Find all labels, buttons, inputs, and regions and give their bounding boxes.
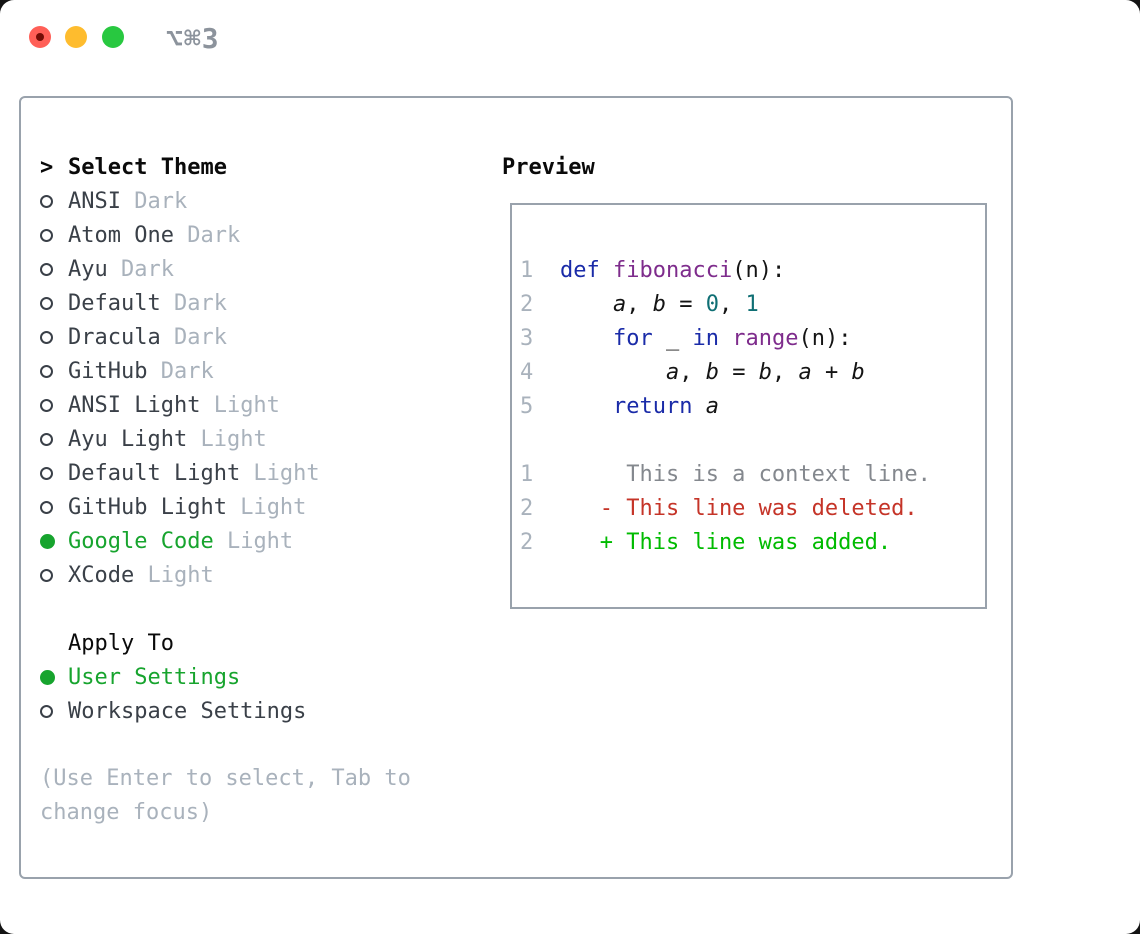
line-number: 2	[520, 495, 534, 521]
apply-option-user-settings[interactable]: User Settings	[40, 660, 480, 694]
radio-icon	[40, 330, 68, 344]
theme-name: Dracula	[68, 324, 161, 350]
zoom-button[interactable]	[102, 26, 124, 48]
theme-variant-tag: Light	[240, 460, 320, 486]
section-gap	[40, 592, 480, 626]
theme-option-ansi[interactable]: ANSI Dark	[40, 184, 480, 218]
theme-variant-tag: Dark	[160, 324, 227, 350]
preview-title: Preview	[502, 154, 595, 180]
select-theme-title: Select Theme	[68, 154, 227, 180]
hint-text: (Use Enter to select, Tab to change focu…	[40, 766, 411, 825]
radio-icon	[40, 364, 68, 378]
radio-selected-icon	[40, 669, 68, 685]
theme-option-github-light[interactable]: GitHub Light Light	[40, 490, 480, 524]
window-shortcut-label: ⌥⌘3	[166, 22, 220, 55]
preview-blank-line	[520, 423, 979, 457]
line-number: 1	[520, 461, 534, 487]
theme-variant-tag: Light	[187, 426, 267, 452]
radio-icon	[40, 568, 68, 582]
theme-name: GitHub Light	[68, 494, 227, 520]
theme-option-default-light[interactable]: Default Light Light	[40, 456, 480, 490]
theme-name: GitHub	[68, 358, 148, 384]
theme-option-ayu-light[interactable]: Ayu Light Light	[40, 422, 480, 456]
line-number: 2	[520, 529, 534, 555]
line-number: 5	[520, 393, 534, 419]
theme-name: ANSI Light	[68, 392, 201, 418]
theme-variant-tag: Light	[213, 528, 294, 554]
select-theme-header: > Select Theme	[40, 150, 480, 184]
radio-icon	[40, 296, 68, 310]
radio-selected-icon	[40, 533, 68, 549]
apply-option-label: Workspace Settings	[68, 698, 307, 724]
theme-name: Atom One	[68, 222, 174, 248]
theme-variant-tag: Light	[134, 562, 214, 588]
theme-variant-tag: Dark	[147, 358, 214, 384]
preview-diff-line-added: 2 + This line was added.	[520, 529, 892, 555]
theme-variant-tag: Dark	[120, 188, 188, 214]
radio-icon	[40, 466, 68, 480]
theme-option-dracula[interactable]: Dracula Dark	[40, 320, 480, 354]
radio-icon	[40, 500, 68, 514]
theme-option-github[interactable]: GitHub Dark	[40, 354, 480, 388]
apply-to-title: Apply To	[68, 630, 174, 656]
theme-name: Google Code	[68, 528, 214, 554]
theme-variant-tag: Light	[226, 494, 307, 520]
preview-code-line: 5 return a	[520, 393, 719, 419]
line-number: 1	[520, 257, 534, 283]
minimize-button[interactable]	[65, 26, 87, 48]
radio-icon	[40, 228, 68, 242]
section-gap	[40, 728, 480, 762]
titlebar: ⌥⌘3	[0, 0, 1140, 72]
radio-icon	[40, 194, 68, 208]
theme-name: Ayu	[68, 256, 108, 282]
radio-icon	[40, 704, 68, 718]
theme-variant-tag: Dark	[173, 222, 241, 248]
line-number: 2	[520, 291, 534, 317]
theme-option-xcode[interactable]: XCode Light	[40, 558, 480, 592]
theme-variant-tag: Dark	[160, 290, 227, 316]
preview-diff-line-deleted: 2 - This line was deleted.	[520, 495, 918, 521]
theme-name: Default Light	[68, 460, 241, 486]
line-number: 3	[520, 325, 534, 351]
radio-icon	[40, 432, 68, 446]
theme-option-google-code[interactable]: Google Code Light	[40, 524, 480, 558]
theme-variant-tag: Light	[200, 392, 280, 418]
apply-to-header: Apply To	[40, 626, 480, 660]
preview-code-line: 3 for _ in range(n):	[520, 325, 852, 351]
line-number: 4	[520, 359, 534, 385]
theme-name: ANSI	[68, 188, 121, 214]
theme-variant-tag: Dark	[107, 256, 174, 282]
theme-name: Default	[68, 290, 161, 316]
preview-diff-line-context: 1 This is a context line.	[520, 461, 931, 487]
prompt-icon: >	[40, 154, 54, 180]
theme-name: Ayu Light	[68, 426, 188, 452]
preview-code-line: 4 a, b = b, a + b	[520, 359, 865, 385]
theme-name: XCode	[68, 562, 135, 588]
theme-option-default[interactable]: Default Dark	[40, 286, 480, 320]
close-button[interactable]	[29, 26, 51, 48]
theme-option-atom-one[interactable]: Atom One Dark	[40, 218, 480, 252]
theme-option-ayu[interactable]: Ayu Dark	[40, 252, 480, 286]
radio-icon	[40, 398, 68, 412]
apply-option-workspace-settings[interactable]: Workspace Settings	[40, 694, 480, 728]
apply-option-label: User Settings	[68, 664, 241, 690]
radio-icon	[40, 262, 68, 276]
preview-code-line: 2 a, b = 0, 1	[520, 291, 759, 317]
theme-option-ansi-light[interactable]: ANSI Light Light	[40, 388, 480, 422]
